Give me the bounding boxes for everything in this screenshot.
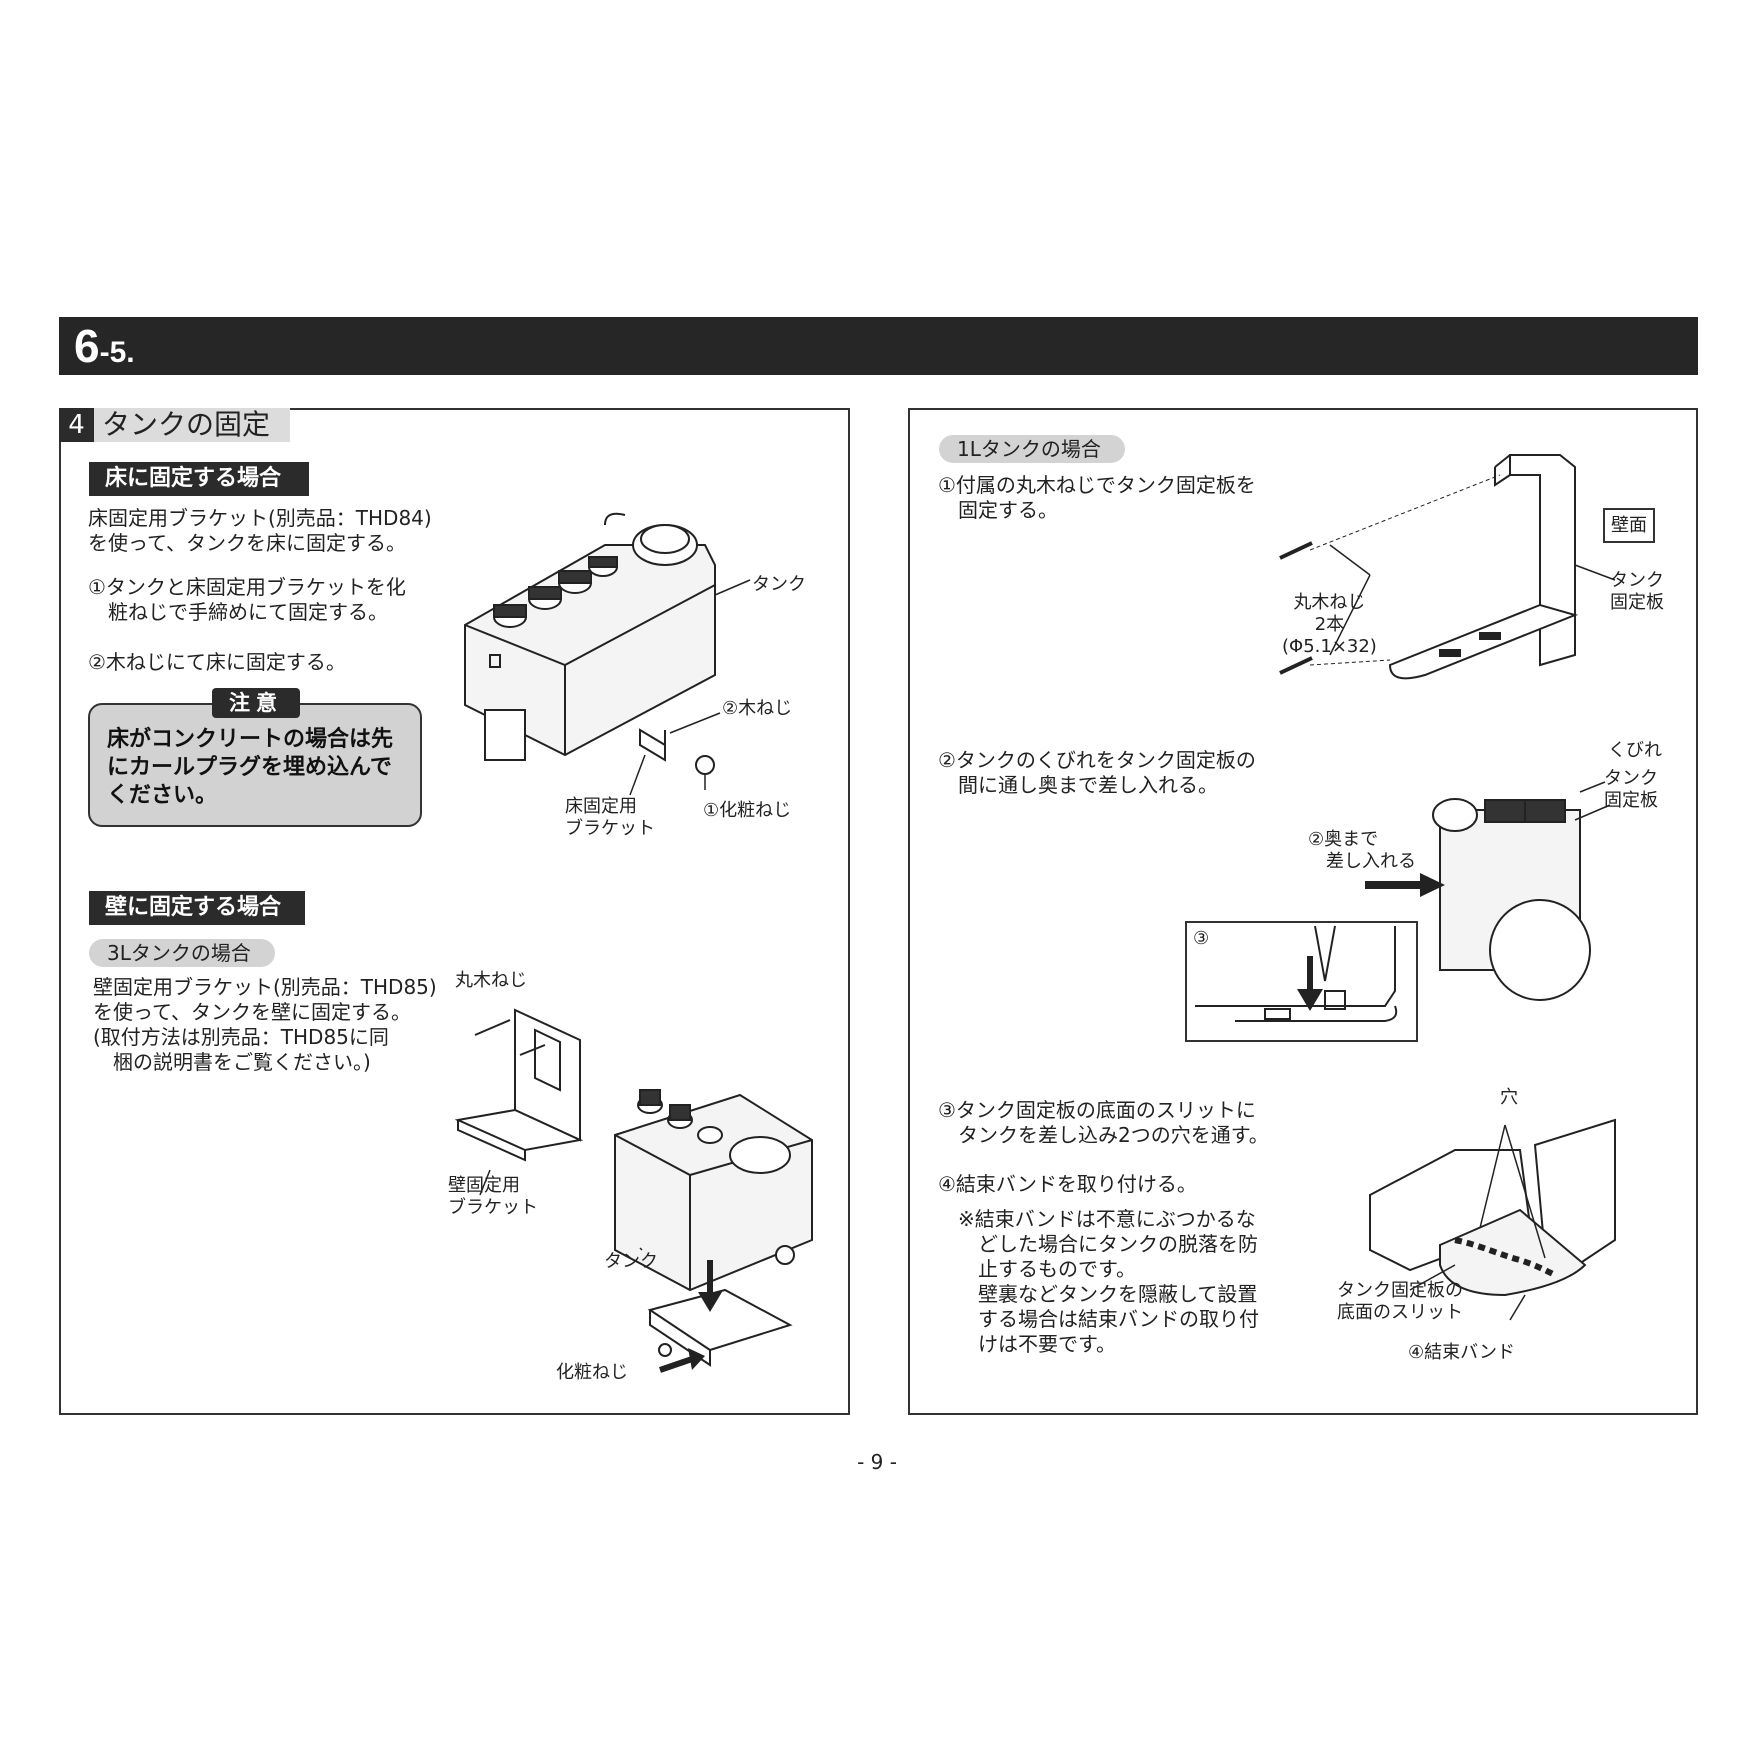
callout-slit: タンク固定板の 底面のスリット <box>1337 1280 1463 1323</box>
title-main: 6 <box>74 320 100 372</box>
page-number: - 9 - <box>857 1450 897 1474</box>
caution-box <box>88 703 422 827</box>
wall-callout-bracket: 壁固定用 ブラケット <box>448 1175 538 1218</box>
wall-callout-tank: タンク <box>604 1251 658 1272</box>
section-title: タンクの固定 <box>94 408 290 442</box>
wall-callout-round-screw: 丸木ねじ <box>455 970 527 991</box>
floor-callout-bracket: 床固定用 ブラケット <box>565 796 655 839</box>
floor-callout-tank: タンク <box>752 574 806 595</box>
caution-badge: 注意 <box>212 688 300 718</box>
callout-holes: 穴 <box>1500 1087 1518 1108</box>
band-illustration <box>1369 1118 1616 1321</box>
section-number: 4 <box>59 408 94 442</box>
detail-number: ③ <box>1193 928 1210 949</box>
case-3l-pill: 3Lタンクの場合 <box>89 939 275 967</box>
floor-intro: 床固定用ブラケット(別売品：THD84) を使って、タンクを床に固定する。 <box>88 506 432 555</box>
floor-step2: ②木ねじにて床に固定する。 <box>88 650 346 674</box>
page-title: 6-5. <box>74 318 135 381</box>
wall-bracket-illustration <box>454 1008 813 1373</box>
floor-label: 床に固定する場合 <box>89 462 309 496</box>
right-step2: ②タンクのくびれをタンク固定板の 間に通し奥まで差し入れる。 <box>938 748 1256 797</box>
title-sub: -5. <box>99 336 135 369</box>
tank-insert-illustration <box>1365 781 1611 1001</box>
callout-neck: くびれ <box>1608 740 1662 761</box>
callout-band: ④結束バンド <box>1408 1342 1516 1363</box>
right-note: ※結束バンドは不意にぶつかるな どした場合にタンクの脱落を防 止するものです。 … <box>958 1207 1259 1356</box>
wall-intro: 壁固定用ブラケット(別売品：THD85) を使って、タンクを壁に固定する。 (取… <box>93 975 437 1074</box>
callout-plate: タンク 固定板 <box>1610 570 1664 613</box>
wall-callout-cosmetic-screw: 化粧ねじ <box>556 1362 628 1383</box>
callout-plate2: タンク 固定板 <box>1604 768 1658 811</box>
right-step1: ①付属の丸木ねじでタンク固定板を 固定する。 <box>938 473 1256 522</box>
wall-surface-label: 壁面 <box>1603 508 1655 543</box>
floor-callout-cosmetic-screw: ①化粧ねじ <box>703 800 792 821</box>
detail-illustration <box>1195 925 1398 1022</box>
wall-label: 壁に固定する場合 <box>89 891 305 925</box>
mounting-plate-illustration <box>1279 454 1616 680</box>
case-1l-pill: 1Lタンクの場合 <box>939 435 1125 463</box>
floor-callout-wood-screw: ②木ねじ <box>722 698 793 719</box>
floor-tank-illustration <box>464 512 751 796</box>
callout-screws: 丸木ねじ 2本 (Φ5.1×32) <box>1282 592 1377 657</box>
callout-insert: ②奥まで 差し入れる <box>1308 829 1416 872</box>
header-bar <box>59 317 1698 375</box>
right-step4: ④結束バンドを取り付ける。 <box>938 1172 1197 1196</box>
right-step3: ③タンク固定板の底面のスリットに タンクを差し込み2つの穴を通す。 <box>938 1098 1269 1147</box>
caution-text: 床がコンクリートの場合は先 にカールプラグを埋め込んで ください。 <box>107 727 394 808</box>
floor-step1: ①タンクと床固定用ブラケットを化 粧ねじで手締めにて固定する。 <box>88 575 406 624</box>
